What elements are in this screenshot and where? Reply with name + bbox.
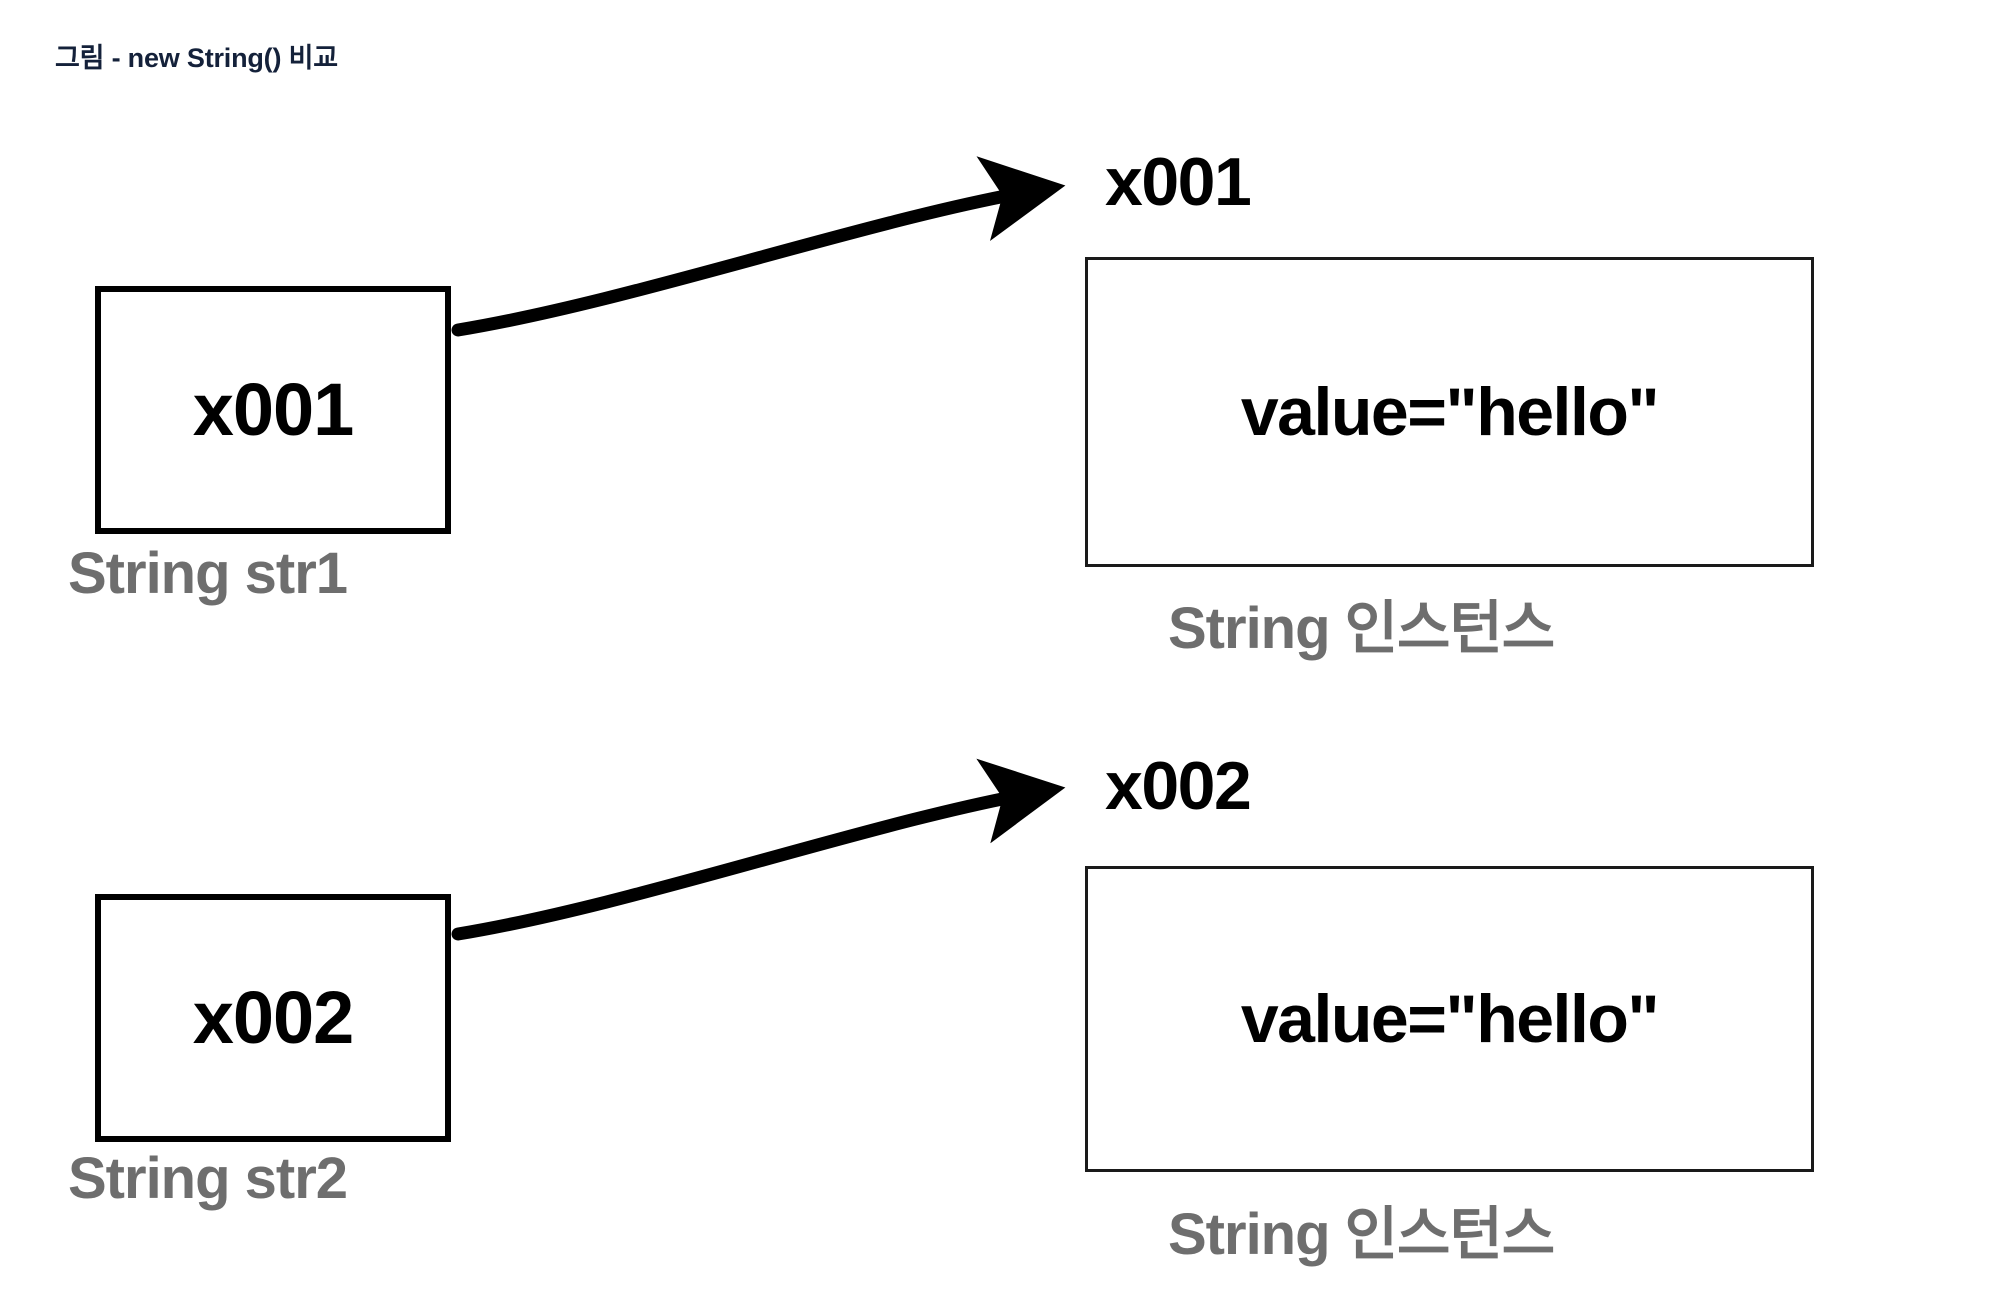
page-title: 그림 - new String() 비교 (55, 43, 338, 73)
instance-caption-2: String 인스턴스 (1168, 1202, 1555, 1267)
reference-value-str1: x001 (192, 368, 355, 451)
instance-box-1[interactable]: value="hello" (1085, 257, 1814, 567)
curved-arrow-right-icon-2 (451, 758, 1066, 941)
address-label-x001: x001 (1105, 144, 1252, 220)
reference-caption-str2: String str2 (68, 1146, 348, 1211)
reference-box-str2[interactable]: x002 (95, 894, 451, 1142)
instance-value-1: value="hello" (1240, 374, 1660, 450)
curved-arrow-right-icon-1 (451, 156, 1066, 337)
instance-box-2[interactable]: value="hello" (1085, 866, 1814, 1172)
instance-value-2: value="hello" (1240, 981, 1660, 1057)
reference-caption-str1: String str1 (68, 541, 348, 606)
reference-box-str1[interactable]: x001 (95, 286, 451, 534)
instance-caption-1: String 인스턴스 (1168, 596, 1555, 661)
reference-value-str2: x002 (192, 976, 355, 1059)
address-label-x002: x002 (1105, 748, 1252, 824)
